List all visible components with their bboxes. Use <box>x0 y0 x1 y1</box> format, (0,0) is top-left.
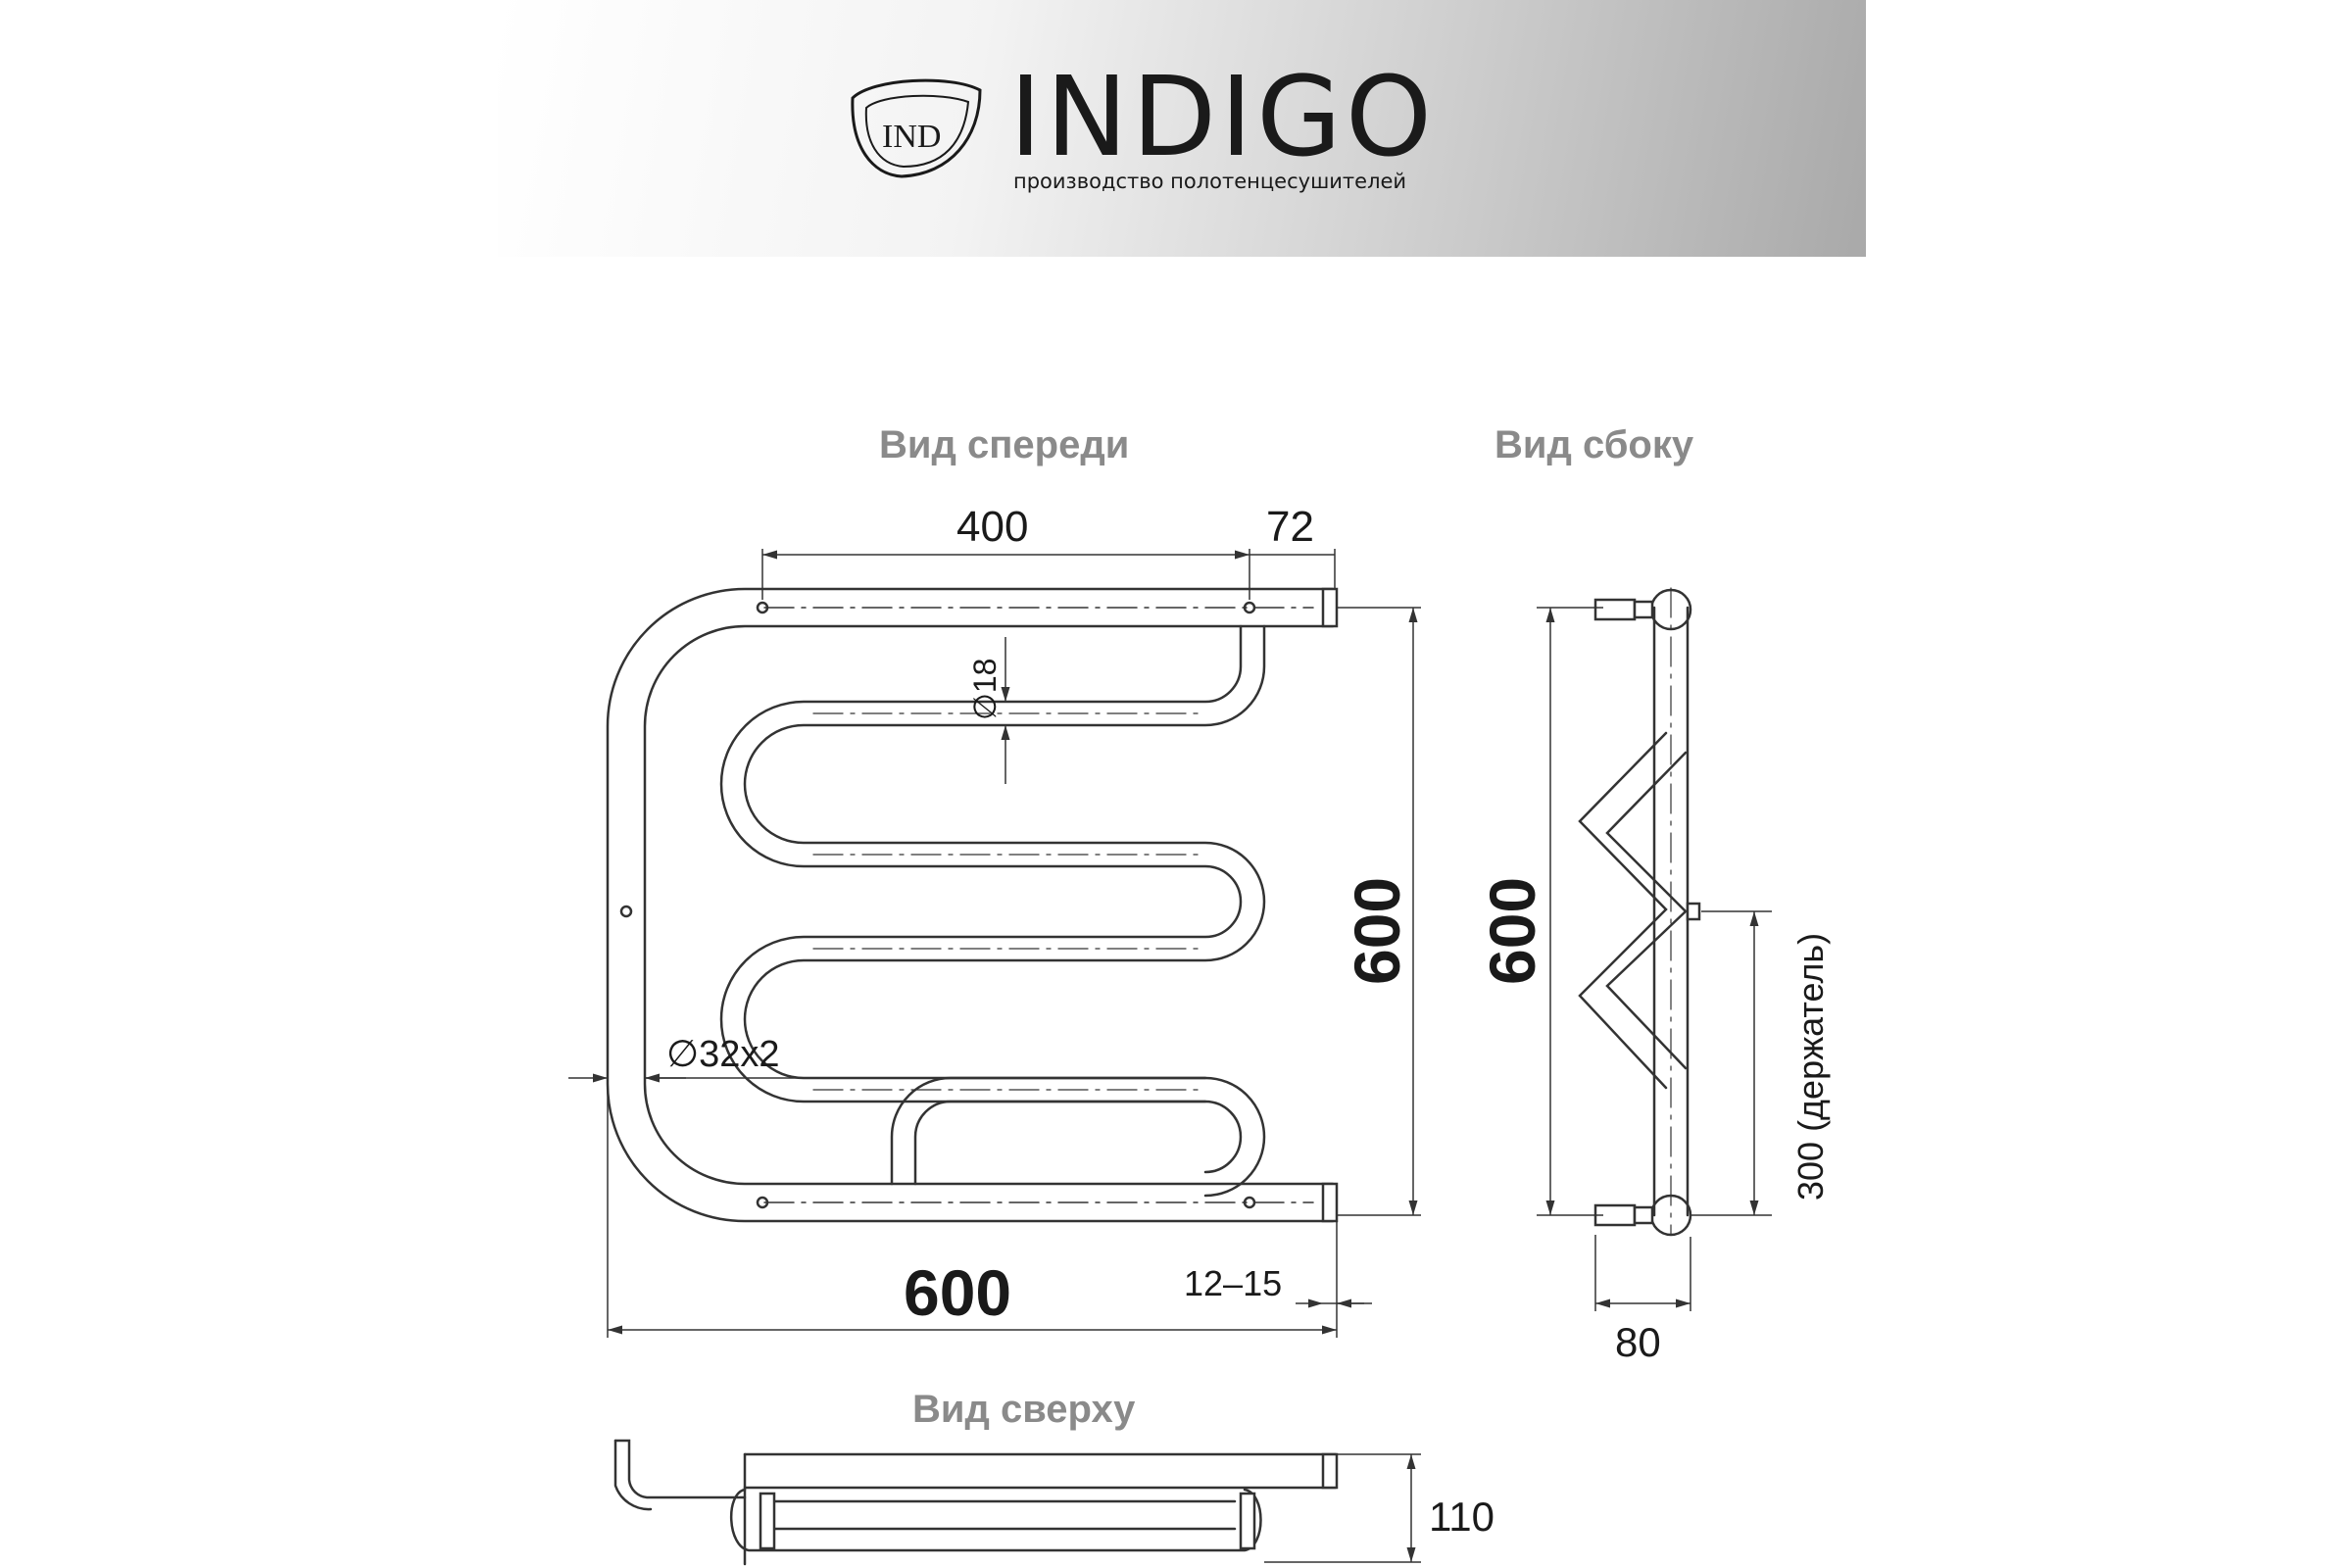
brand-tagline: производство полотенцесушителей <box>1013 170 1407 193</box>
dim-front-height: 600 <box>1341 877 1413 985</box>
front-view <box>606 587 1339 1223</box>
dim-front-pipe-diameter: ∅18 <box>967 659 1003 720</box>
dim-side-depth: 80 <box>1615 1319 1661 1365</box>
front-dimensions <box>568 549 1421 1338</box>
front-view-title: Вид спереди <box>879 423 1130 466</box>
dim-side-holder: 300 (держатель) <box>1790 933 1831 1200</box>
header-banner <box>498 0 1866 257</box>
dim-front-wall-gap: 12–15 <box>1184 1263 1282 1303</box>
ind-logo-icon: IND <box>851 78 982 178</box>
dim-front-top-span: 400 <box>956 503 1028 551</box>
dim-front-top-offset: 72 <box>1266 503 1314 551</box>
dim-front-frame-pipe: ∅32х2 <box>666 1034 780 1075</box>
side-view <box>1578 587 1701 1237</box>
side-view-title: Вид сбоку <box>1494 423 1694 466</box>
dim-top-depth: 110 <box>1429 1494 1494 1540</box>
dim-front-width: 600 <box>904 1256 1011 1329</box>
top-view <box>613 1439 1339 1566</box>
dim-side-height: 600 <box>1476 877 1548 985</box>
logo-text: IND <box>882 119 941 155</box>
side-dimensions <box>1537 607 1772 1311</box>
top-view-title: Вид сверху <box>912 1388 1136 1431</box>
top-dimensions <box>1264 1453 1421 1563</box>
brand-name: INDIGO <box>1009 54 1437 181</box>
